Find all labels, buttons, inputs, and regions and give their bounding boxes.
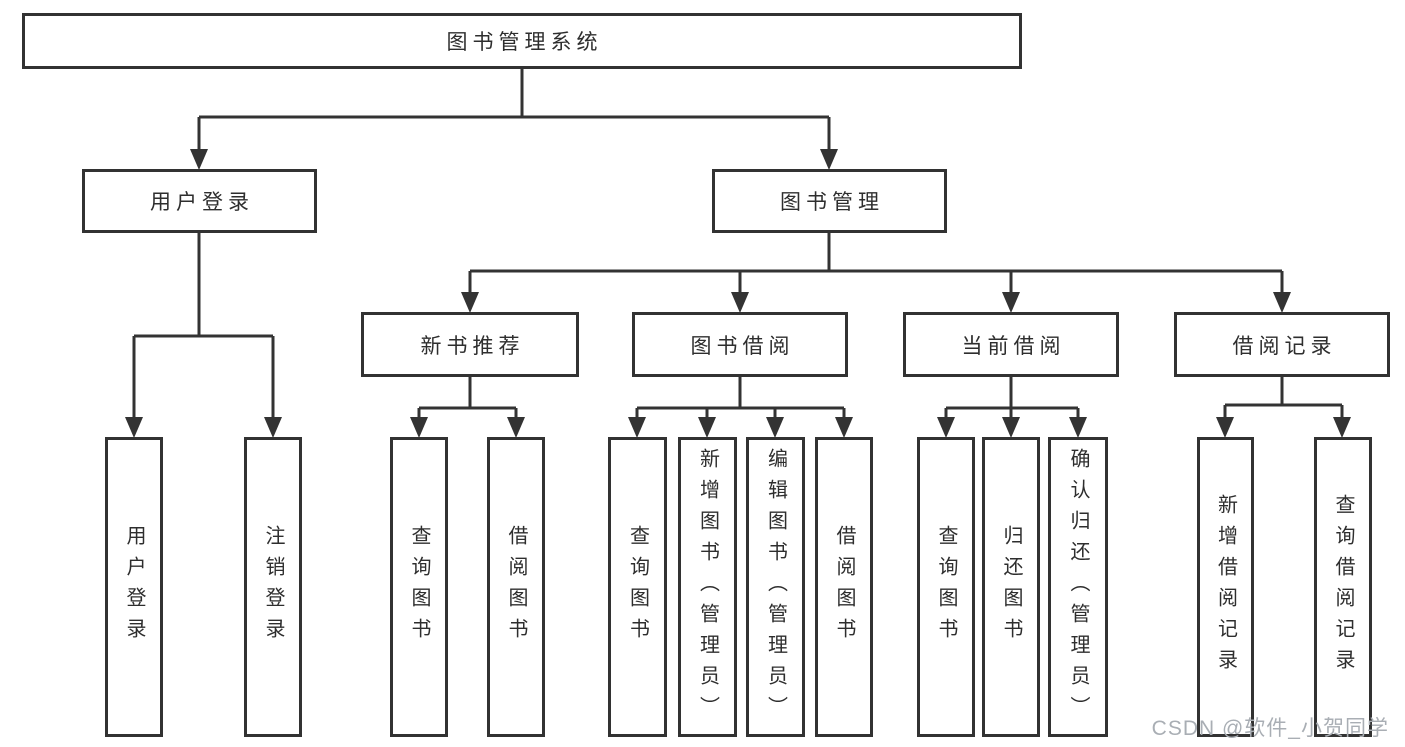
arrowhead — [125, 417, 143, 438]
node-query-book-1: 查询图书 — [390, 437, 448, 737]
connector-book-borrow — [628, 377, 853, 438]
node-logout: 注销登录 — [244, 437, 302, 737]
connector-user-login-group — [125, 233, 282, 438]
node-label-query-book-1: 查询图书 — [408, 525, 430, 649]
node-new-book-rec: 新书推荐 — [361, 312, 579, 377]
arrowhead — [937, 417, 955, 438]
node-root: 图书管理系统 — [22, 13, 1022, 69]
arrowhead — [1273, 292, 1291, 313]
node-query-book-3: 查询图书 — [917, 437, 975, 737]
arrowhead — [410, 417, 428, 438]
node-label-confirm-return-admin: 确认归还（管理员） — [1067, 447, 1089, 727]
node-label-logout: 注销登录 — [262, 525, 284, 649]
node-return-book: 归还图书 — [982, 437, 1040, 737]
node-query-borrow-record: 查询借阅记录 — [1314, 437, 1372, 737]
node-book-borrow: 图书借阅 — [632, 312, 848, 377]
connector-current-borrow — [937, 377, 1087, 438]
node-label-borrow-book-2: 借阅图书 — [833, 525, 855, 649]
arrowhead — [820, 149, 838, 170]
arrowhead — [264, 417, 282, 438]
node-label-user-login-group: 用户登录 — [150, 191, 254, 214]
node-add-book-admin: 新增图书（管理员） — [678, 437, 737, 737]
node-borrow-records: 借阅记录 — [1174, 312, 1390, 377]
connector-root — [190, 69, 838, 170]
node-edit-book-admin: 编辑图书（管理员） — [746, 437, 805, 737]
arrowhead — [190, 149, 208, 170]
node-add-borrow-record: 新增借阅记录 — [1197, 437, 1254, 737]
connector-new-book-rec — [410, 377, 525, 438]
node-label-new-book-rec: 新书推荐 — [420, 334, 525, 358]
arrowhead — [1216, 417, 1234, 438]
arrowhead — [507, 417, 525, 438]
node-user-login-group: 用户登录 — [82, 169, 317, 233]
arrowhead — [1069, 417, 1087, 438]
node-borrow-book-1: 借阅图书 — [487, 437, 545, 737]
arrowhead — [1002, 292, 1020, 313]
arrowhead — [766, 417, 784, 438]
arrowhead — [698, 417, 716, 438]
node-current-borrow: 当前借阅 — [903, 312, 1119, 377]
node-confirm-return-admin: 确认归还（管理员） — [1048, 437, 1108, 737]
node-label-query-book-2: 查询图书 — [626, 525, 649, 649]
arrowhead — [1333, 417, 1351, 438]
connector-book-mgmt — [461, 233, 1291, 313]
node-query-book-2: 查询图书 — [608, 437, 667, 737]
node-book-mgmt: 图书管理 — [712, 169, 947, 233]
arrowhead — [461, 292, 479, 313]
arrowhead — [835, 417, 853, 438]
node-label-root: 图书管理系统 — [446, 31, 603, 54]
node-label-borrow-book-1: 借阅图书 — [505, 525, 527, 649]
node-label-current-borrow: 当前借阅 — [961, 334, 1066, 358]
node-label-book-mgmt: 图书管理 — [780, 191, 884, 214]
node-borrow-book-2: 借阅图书 — [815, 437, 873, 737]
node-label-add-book-admin: 新增图书（管理员） — [696, 447, 719, 727]
arrowhead — [731, 292, 749, 313]
connector-borrow-records — [1216, 377, 1351, 438]
node-label-query-borrow-record: 查询借阅记录 — [1332, 494, 1354, 680]
node-label-user-login: 用户登录 — [123, 525, 145, 649]
node-label-query-book-3: 查询图书 — [935, 525, 957, 649]
arrowhead — [628, 417, 646, 438]
node-label-book-borrow: 图书借阅 — [690, 334, 795, 358]
node-user-login: 用户登录 — [105, 437, 163, 737]
arrowhead — [1002, 417, 1020, 438]
node-label-add-borrow-record: 新增借阅记录 — [1214, 494, 1237, 680]
node-label-edit-book-admin: 编辑图书（管理员） — [764, 447, 787, 727]
node-label-borrow-records: 借阅记录 — [1232, 334, 1337, 358]
node-label-return-book: 归还图书 — [1000, 525, 1022, 649]
